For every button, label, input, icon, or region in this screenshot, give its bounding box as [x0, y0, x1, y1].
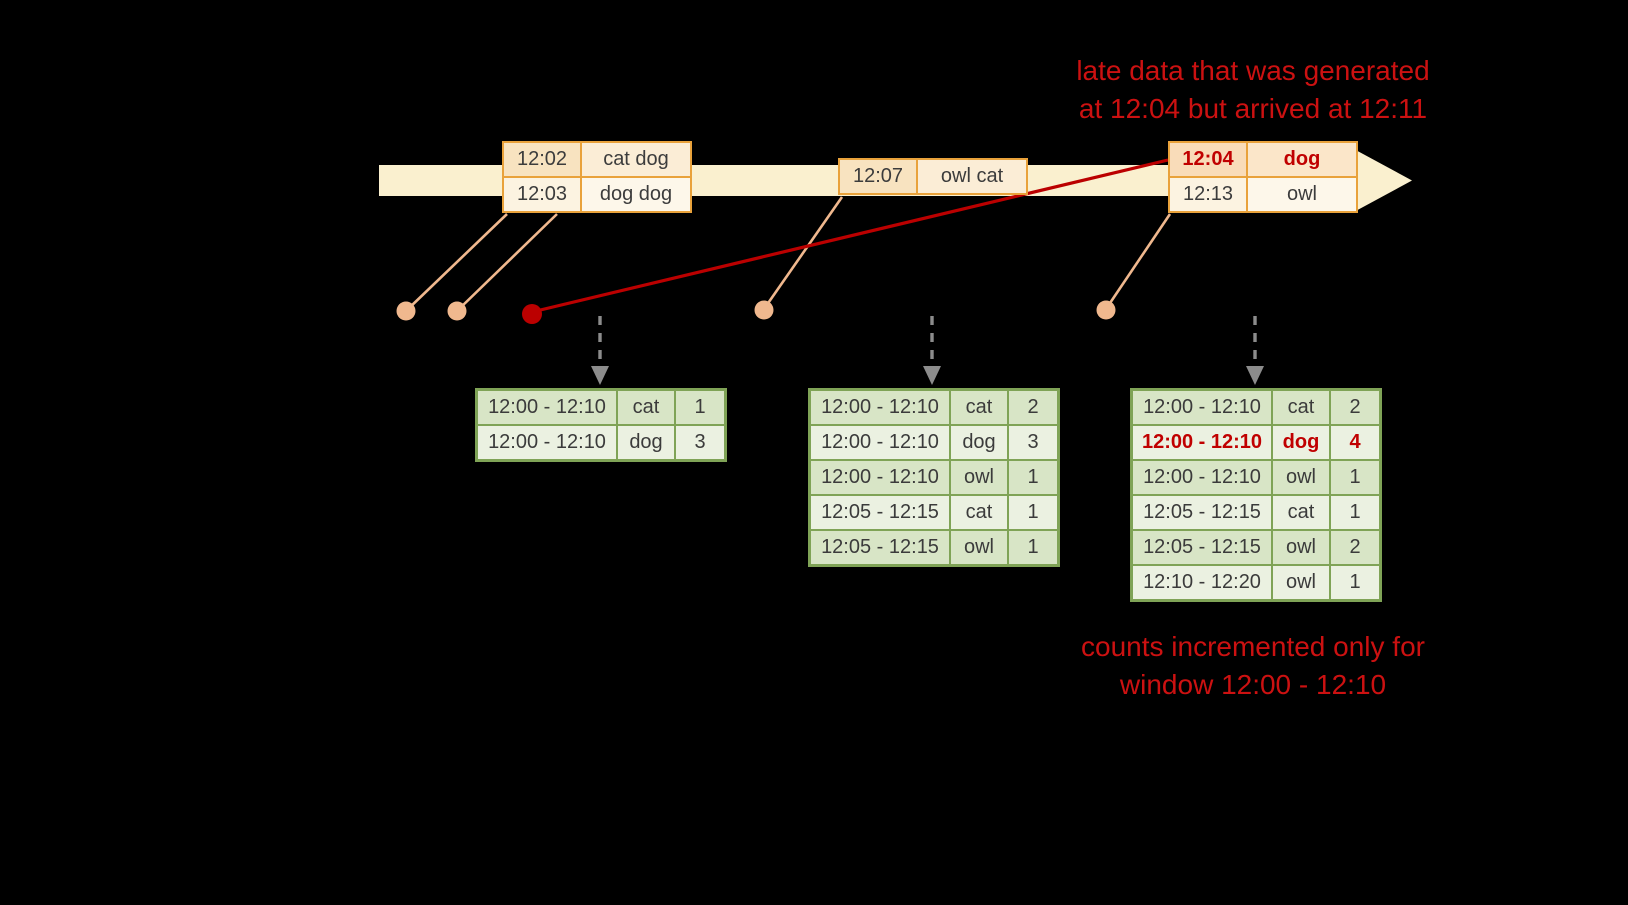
- event-table-2: 12:07 owl cat: [838, 158, 1028, 195]
- annotation-line: at 12:04 but arrived at 12:11: [1078, 92, 1428, 124]
- window-cell: 12:10 - 12:20: [1130, 564, 1273, 602]
- count-cell: 1: [1329, 459, 1382, 496]
- word-cell: owl: [1271, 459, 1331, 496]
- count-cell: 1: [1329, 564, 1382, 602]
- window-cell: 12:05 - 12:15: [808, 494, 951, 531]
- table-row: 12:05 - 12:15 cat 1: [808, 494, 1060, 531]
- event-table-1: 12:02 cat dog 12:03 dog dog: [502, 141, 692, 213]
- count-cell: 1: [674, 388, 727, 426]
- table-row: 12:00 - 12:10 owl 1: [1130, 459, 1382, 496]
- event-time-cell: 12:03: [502, 176, 582, 213]
- count-cell: 3: [1007, 424, 1060, 461]
- dashed-arrow-icon: [923, 316, 941, 385]
- count-cell: 1: [1007, 494, 1060, 531]
- table-row: 12:05 - 12:15 cat 1: [1130, 494, 1382, 531]
- connector-line: [1104, 213, 1172, 310]
- event-words-cell: cat dog: [580, 141, 692, 178]
- result-table-3: 12:00 - 12:10 cat 2 12:00 - 12:10 dog 4 …: [1130, 388, 1382, 602]
- count-cell: 1: [1329, 494, 1382, 531]
- table-row: 12:10 - 12:20 owl 1: [1130, 564, 1382, 602]
- table-row: 12:05 - 12:15 owl 2: [1130, 529, 1382, 566]
- connector-lines: [406, 196, 1172, 311]
- late-event-row: 12:04 dog: [1168, 141, 1358, 178]
- dashed-arrow-icon: [591, 316, 609, 385]
- window-cell: 12:05 - 12:15: [808, 529, 951, 567]
- word-cell: owl: [949, 459, 1009, 496]
- annotation-line: counts incremented only for: [1081, 631, 1425, 662]
- window-cell: 12:00 - 12:10: [475, 388, 618, 426]
- word-cell: owl: [949, 529, 1009, 567]
- word-cell: dog: [1271, 424, 1331, 461]
- dashed-arrows: [591, 316, 1264, 385]
- connector-line: [457, 213, 558, 311]
- count-cell: 2: [1329, 529, 1382, 566]
- table-row: 12:00 - 12:10 dog 3: [475, 424, 727, 462]
- event-time-cell: 12:07: [838, 158, 918, 195]
- table-row: 12:07 owl cat: [838, 158, 1028, 195]
- count-cell: 1: [1007, 459, 1060, 496]
- table-row: 12:05 - 12:15 owl 1: [808, 529, 1060, 567]
- window-cell: 12:00 - 12:10: [1130, 459, 1273, 496]
- word-cell: cat: [1271, 494, 1331, 531]
- count-cell: 2: [1329, 388, 1382, 426]
- connector-line: [406, 213, 508, 311]
- table-row: 12:03 dog dog: [502, 176, 692, 213]
- trigger-dot: [1096, 300, 1116, 320]
- window-cell: 12:00 - 12:10: [1130, 424, 1273, 461]
- count-cell: 3: [674, 424, 727, 462]
- annotation-line: late data that was generated: [1076, 55, 1430, 86]
- count-cell: 2: [1007, 388, 1060, 426]
- count-cell: 4: [1329, 424, 1382, 461]
- result-table-1: 12:00 - 12:10 cat 1 12:00 - 12:10 dog 3: [475, 388, 727, 462]
- window-cell: 12:00 - 12:10: [808, 459, 951, 496]
- word-cell: owl: [1271, 564, 1331, 602]
- trigger-dot: [754, 300, 774, 320]
- trigger-dot: [447, 301, 467, 321]
- updated-count-row: 12:00 - 12:10 dog 4: [1130, 424, 1382, 461]
- event-table-3: 12:04 dog 12:13 owl: [1168, 141, 1358, 213]
- counts-annotation: counts incremented only for window 12:00…: [1003, 628, 1503, 704]
- table-row: 12:02 cat dog: [502, 141, 692, 178]
- late-data-line: [531, 158, 1169, 314]
- late-data-annotation: late data that was generated at 12:04 bu…: [1003, 52, 1503, 128]
- dashed-arrow-icon: [1246, 316, 1264, 385]
- word-cell: cat: [949, 494, 1009, 531]
- result-table-2: 12:00 - 12:10 cat 2 12:00 - 12:10 dog 3 …: [808, 388, 1060, 567]
- word-cell: owl: [1271, 529, 1331, 566]
- event-words-cell: dog: [1246, 141, 1358, 178]
- event-time-cell: 12:13: [1168, 176, 1248, 213]
- trigger-dot: [396, 301, 416, 321]
- connector-line: [762, 196, 844, 310]
- word-cell: dog: [616, 424, 676, 462]
- window-cell: 12:05 - 12:15: [1130, 494, 1273, 531]
- window-cell: 12:05 - 12:15: [1130, 529, 1273, 566]
- table-row: 12:13 owl: [1168, 176, 1358, 213]
- timeline-arrowhead-icon: [1352, 148, 1412, 213]
- annotation-line: window 12:00 - 12:10: [1119, 668, 1387, 700]
- word-cell: cat: [616, 388, 676, 426]
- late-trigger-dot: [522, 304, 542, 324]
- table-row: 12:00 - 12:10 cat 2: [1130, 388, 1382, 426]
- event-words-cell: owl: [1246, 176, 1358, 213]
- table-row: 12:00 - 12:10 cat 2: [808, 388, 1060, 426]
- word-cell: cat: [1271, 388, 1331, 426]
- table-row: 12:00 - 12:10 dog 3: [808, 424, 1060, 461]
- word-cell: dog: [949, 424, 1009, 461]
- table-row: 12:00 - 12:10 owl 1: [808, 459, 1060, 496]
- window-cell: 12:00 - 12:10: [808, 424, 951, 461]
- trigger-dots: [396, 300, 1116, 321]
- table-row: 12:00 - 12:10 cat 1: [475, 388, 727, 426]
- count-cell: 1: [1007, 529, 1060, 567]
- event-time-cell: 12:02: [502, 141, 582, 178]
- event-time-cell: 12:04: [1168, 141, 1248, 178]
- event-words-cell: owl cat: [916, 158, 1028, 195]
- window-cell: 12:00 - 12:10: [808, 388, 951, 426]
- event-words-cell: dog dog: [580, 176, 692, 213]
- window-cell: 12:00 - 12:10: [1130, 388, 1273, 426]
- window-cell: 12:00 - 12:10: [475, 424, 618, 462]
- word-cell: cat: [949, 388, 1009, 426]
